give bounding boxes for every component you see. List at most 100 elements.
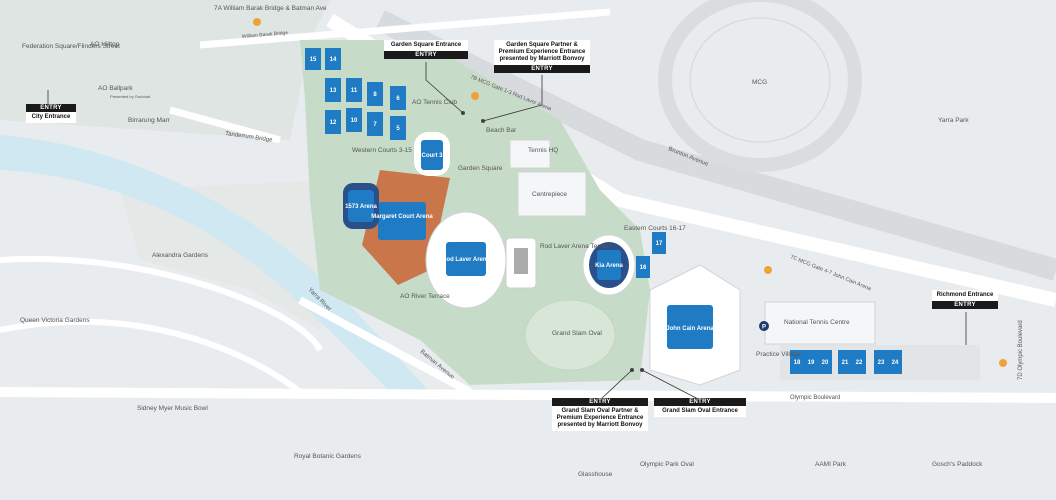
- parking-glyph: P: [762, 325, 766, 331]
- grand-slam-partner-entry-badge: ENTRY: [552, 398, 648, 406]
- court-21-surface[interactable]: [838, 350, 852, 374]
- margaret-court-roof: [378, 202, 426, 240]
- label-western-courts: Western Courts 3-15: [352, 147, 412, 154]
- garden-square-entrance-callout[interactable]: Garden Square Entrance ENTRY: [384, 40, 468, 59]
- arena-john-cain-label[interactable]: John Cain Arena: [666, 326, 714, 332]
- court-18-surface[interactable]: [790, 350, 804, 374]
- garden-square-entrance-label: Garden Square Entrance: [384, 40, 468, 51]
- garden-partner-entrance-callout[interactable]: Garden Square Partner & Premium Experien…: [494, 40, 590, 73]
- court-21-label: 21: [842, 360, 849, 366]
- court-17-surface[interactable]: [652, 232, 666, 254]
- yarra-river-water: [0, 135, 430, 392]
- label-royal-botanic: Royal Botanic Gardens: [294, 453, 362, 460]
- court-15-surface[interactable]: [305, 48, 321, 70]
- court-16-surface[interactable]: [636, 256, 650, 278]
- grand-slam-partner-entrance-callout[interactable]: ENTRY Grand Slam Oval Partner & Premium …: [552, 398, 648, 431]
- leader-gso-partner: [599, 369, 633, 401]
- william-barak-road: [199, 8, 611, 49]
- richmond-entrance-callout[interactable]: Richmond Entrance ENTRY: [932, 290, 998, 309]
- court-5-surface[interactable]: [390, 116, 406, 140]
- label-ao-tennis-club: AO Tennis Club: [412, 99, 457, 106]
- court-20-label: 20: [822, 360, 829, 366]
- court-13-label: 13: [330, 88, 337, 94]
- olympic-boulevard-road: [0, 387, 1056, 403]
- court3-court: [421, 140, 443, 170]
- label-ao-river-terrace: AO River Terrace: [400, 293, 450, 300]
- arena-margaret-label[interactable]: Margaret Court Arena: [371, 214, 433, 220]
- john-cain-court: [667, 305, 713, 349]
- court-12-surface[interactable]: [325, 110, 341, 134]
- court-22-surface[interactable]: [852, 350, 866, 374]
- grand-slam-entrance-callout[interactable]: ENTRY Grand Slam Oval Entrance: [654, 398, 746, 417]
- label-beach-bar: Beach Bar: [486, 127, 517, 134]
- court-8-surface[interactable]: [367, 82, 383, 106]
- label-aami-park: AAMI Park: [815, 461, 847, 468]
- city-entrance-callout[interactable]: ENTRY City Entrance: [26, 104, 76, 123]
- tennis-hq-building: [509, 139, 551, 169]
- court-18-label: 18: [794, 360, 801, 366]
- arena-1573-label[interactable]: 1573 Arena: [345, 204, 377, 210]
- label-glasshouse: Glasshouse: [578, 471, 613, 478]
- tram-marker-7c[interactable]: [764, 266, 772, 274]
- rod-laver-court: [446, 242, 486, 276]
- label-federation: Federation Square/Flinders Street: [22, 43, 120, 50]
- label-goschs: Gosch's Paddock: [932, 461, 983, 468]
- grand-slam-entry-badge: ENTRY: [654, 398, 746, 406]
- court-10-surface[interactable]: [346, 108, 362, 132]
- label-ao-hilltop: AO Hilltop: [90, 41, 120, 48]
- label-practice-village: Practice Village: [756, 351, 801, 358]
- tram-marker-7b[interactable]: [471, 92, 479, 100]
- label-ao-ballpark: AO Ballpark: [98, 85, 133, 92]
- label-william-barak-top: 7A William Barak Bridge & Batman Ave: [214, 5, 327, 12]
- label-grand-slam-oval: Grand Slam Oval: [552, 330, 602, 337]
- tram-marker-7a[interactable]: [253, 18, 261, 26]
- court-20-surface[interactable]: [818, 350, 832, 374]
- court-6-label: 6: [396, 96, 400, 102]
- label-sidney-myer: Sidney Myer Music Bowl: [137, 405, 208, 412]
- leader-garden: [425, 62, 464, 114]
- court-19-label: 19: [808, 360, 815, 366]
- richmond-entrance-label: Richmond Entrance: [932, 290, 998, 301]
- label-olympic-park-oval: Olympic Park Oval: [640, 461, 694, 468]
- court-8-label: 8: [373, 92, 377, 98]
- arena-court3-label[interactable]: Court 3: [422, 153, 444, 159]
- label-mcg: MCG: [752, 79, 767, 86]
- court-13-surface[interactable]: [325, 78, 341, 102]
- leader-gso: [641, 369, 701, 401]
- arena-rod-laver-label[interactable]: Rod Laver Arena: [442, 257, 490, 263]
- label-birrarung: Birrarung Marr: [128, 117, 171, 124]
- court-24-label: 24: [892, 360, 899, 366]
- city-entry-badge: ENTRY: [26, 104, 76, 112]
- label-centrepiece: Centrepiece: [532, 191, 567, 198]
- court-10-label: 10: [351, 118, 358, 124]
- court-6-surface[interactable]: [390, 86, 406, 110]
- arena-1573-court: [348, 190, 374, 222]
- parking-icon: [759, 321, 769, 331]
- court-23-label: 23: [878, 360, 885, 366]
- arena-kia-label[interactable]: Kia Arena: [595, 263, 623, 269]
- grand-slam-oval-shape: [524, 299, 616, 371]
- mcg-outer: [658, 0, 862, 172]
- court-12-label: 12: [330, 120, 337, 126]
- rod-laver-terrace-building: [505, 237, 537, 289]
- birrarung-park: [0, 0, 330, 140]
- alexandra-park: [120, 180, 330, 330]
- batman-ave-south: [298, 296, 472, 396]
- label-rod-laver-terrace: Rod Laver Arena Terrace: [540, 243, 613, 250]
- court-19-surface[interactable]: [804, 350, 818, 374]
- grand-slam-entrance-label: Grand Slam Oval Entrance: [654, 406, 746, 417]
- label-national-tennis: National Tennis Centre: [784, 319, 850, 326]
- court-11-surface[interactable]: [346, 78, 362, 102]
- court-23-surface[interactable]: [874, 350, 888, 374]
- court-24-surface[interactable]: [888, 350, 902, 374]
- label-eastern-courts: Eastern Courts 16-17: [624, 225, 686, 232]
- label-william-barak-road: William Barak Bridge: [242, 30, 289, 40]
- court-7-surface[interactable]: [367, 112, 383, 136]
- court-14-surface[interactable]: [325, 48, 341, 70]
- tram-marker-7d[interactable]: [999, 359, 1007, 367]
- label-tennis-hq: Tennis HQ: [528, 147, 558, 154]
- precinct-grass: [300, 40, 650, 385]
- curve-road-1: [0, 255, 323, 352]
- label-garden-square: Garden Square: [458, 165, 503, 172]
